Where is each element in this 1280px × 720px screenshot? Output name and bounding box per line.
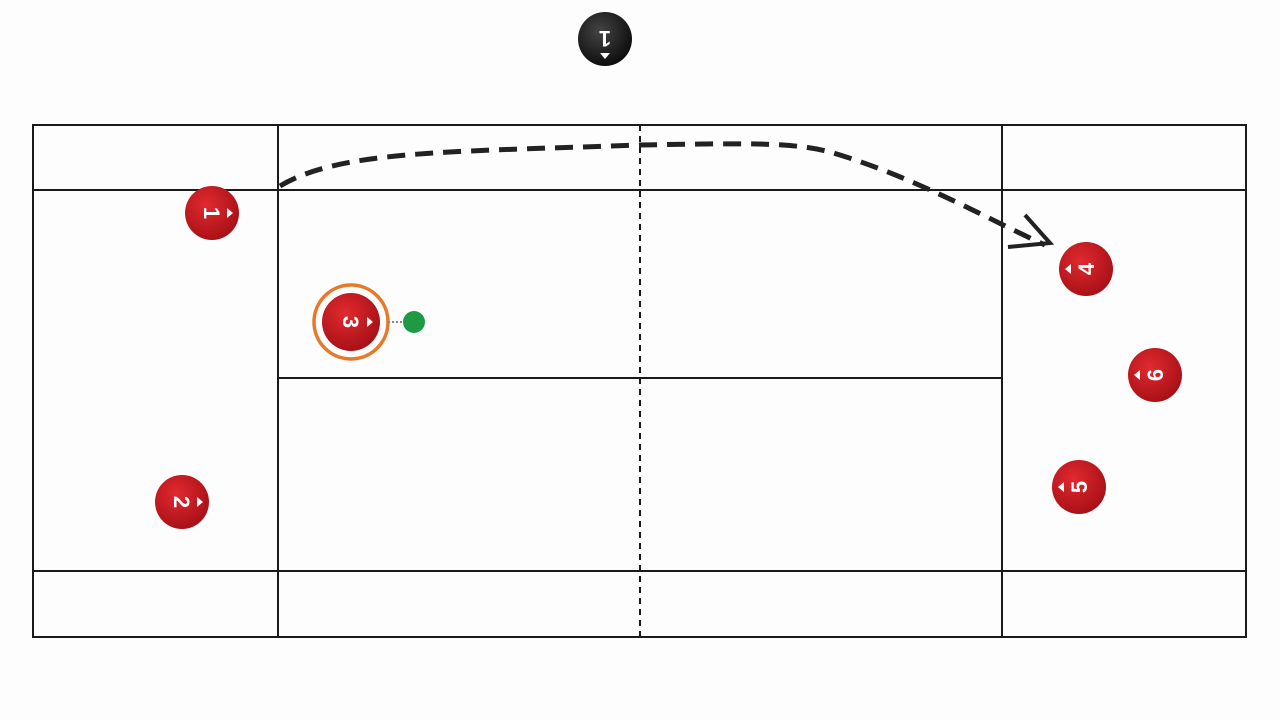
ball-trajectory-arrow [278,141,1047,248]
player-2[interactable]: 2 [155,475,209,529]
court [32,124,1247,638]
arrow-head-icon [1007,213,1055,249]
player-5[interactable]: 5 [1052,460,1106,514]
player-label: 1 [199,207,224,219]
direction-triangle-icon [1065,264,1071,274]
player-label: 6 [1143,369,1168,381]
player-3-selected[interactable]: 3 [312,283,425,361]
player-1[interactable]: 1 [185,186,239,240]
opponent-marker[interactable]: 1 [578,12,632,66]
opponent-label: 1 [599,26,611,51]
direction-triangle-icon [600,53,610,59]
player-label: 2 [169,496,194,508]
player-label: 3 [338,316,363,328]
player-6[interactable]: 6 [1128,348,1182,402]
player-4[interactable]: 4 [1059,242,1113,296]
direction-triangle-icon [197,497,203,507]
direction-triangle-icon [227,208,233,218]
direction-triangle-icon [1058,482,1064,492]
direction-triangle-icon [1134,370,1140,380]
ball-icon[interactable] [403,311,425,333]
player-label: 5 [1067,481,1092,493]
player-label: 4 [1074,262,1099,275]
direction-triangle-icon [367,317,373,327]
